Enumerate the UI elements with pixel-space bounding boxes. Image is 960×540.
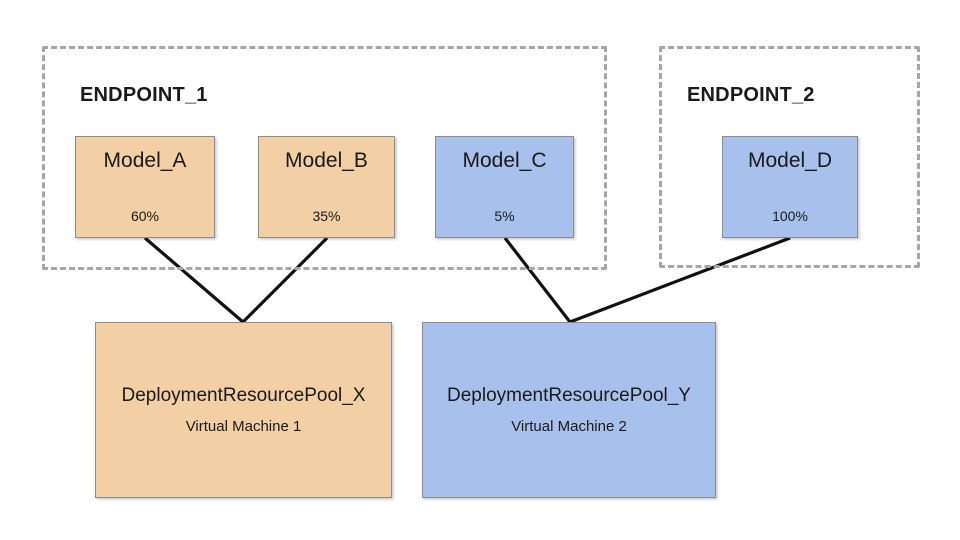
pool-machine-label: Virtual Machine 1 — [185, 418, 302, 435]
model-node-model-c[interactable]: Model_C 5% — [435, 136, 574, 238]
pool-name-label: DeploymentResourcePool_Y — [447, 385, 691, 406]
pool-node-pool-x[interactable]: DeploymentResourcePool_X Virtual Machine … — [95, 322, 392, 498]
model-name-label: Model_A — [103, 149, 187, 172]
model-traffic-split-label: 60% — [130, 208, 160, 224]
model-traffic-split-label: 35% — [312, 208, 341, 224]
group-label-endpoint-1: ENDPOINT_1 — [80, 84, 208, 106]
group-box-endpoint-2 — [659, 46, 920, 268]
model-traffic-split-label: 5% — [494, 208, 515, 224]
group-label-endpoint-2: ENDPOINT_2 — [687, 84, 815, 106]
model-name-label: Model_D — [747, 149, 833, 172]
group-box-endpoint-1 — [42, 46, 607, 270]
pool-node-pool-y[interactable]: DeploymentResourcePool_Y Virtual Machine … — [422, 322, 716, 498]
pool-name-label: DeploymentResourcePool_X — [121, 385, 366, 406]
model-traffic-split-label: 100% — [772, 208, 808, 224]
pool-machine-label: Virtual Machine 2 — [511, 418, 627, 435]
model-node-model-d[interactable]: Model_D 100% — [722, 136, 858, 238]
model-name-label: Model_B — [285, 149, 368, 172]
model-node-model-a[interactable]: Model_A 60% — [75, 136, 215, 238]
model-node-model-b[interactable]: Model_B 35% — [258, 136, 395, 238]
model-name-label: Model_C — [462, 149, 547, 172]
